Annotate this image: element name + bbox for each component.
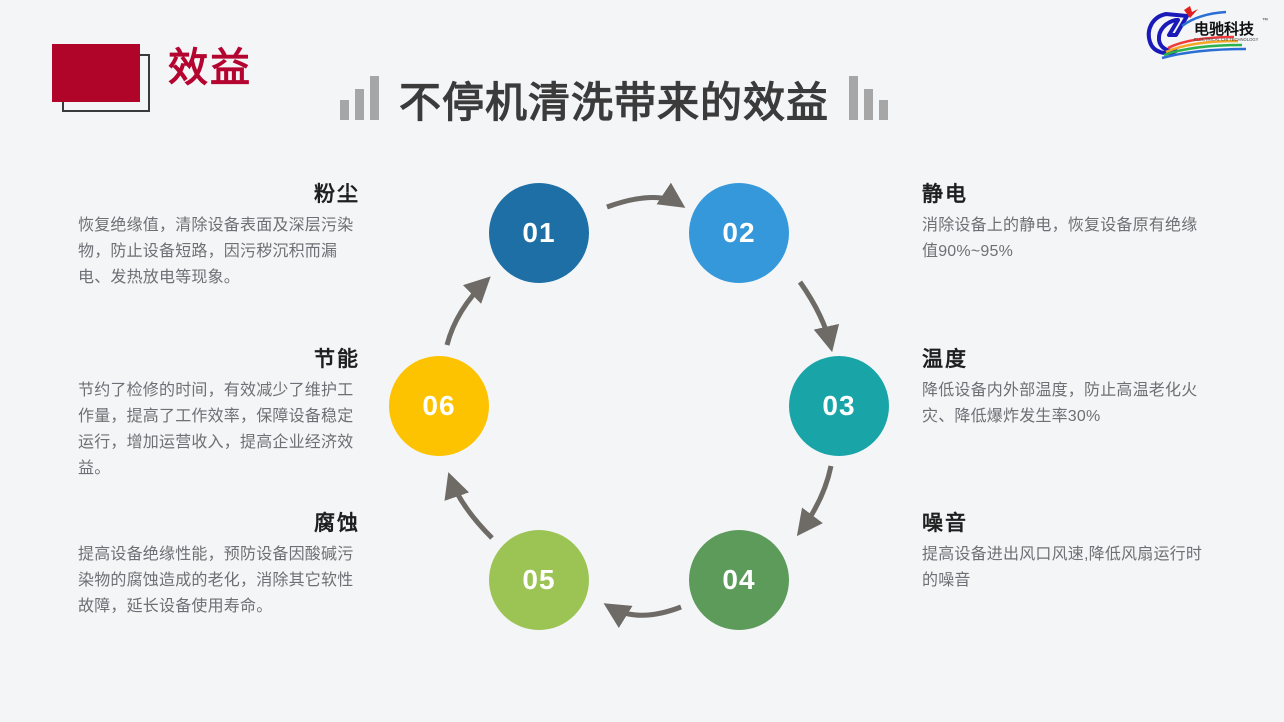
block-static-electricity-body: 消除设备上的静电，恢复设备原有绝缘值90%~95% <box>922 217 1198 260</box>
block-temperature-body: 降低设备内外部温度，防止高温老化火灾、降低爆炸发生率30% <box>922 382 1198 425</box>
bar-chart-decoration-left-icon <box>340 76 379 124</box>
cycle-node-06[interactable]: 06 <box>389 356 489 456</box>
block-dust-body: 恢复绝缘值，清除设备表面及深层污染物，防止设备短路，因污秽沉积而漏电、发热放电等… <box>78 217 354 286</box>
section-label: 效益 <box>168 46 252 90</box>
cycle-node-01[interactable]: 01 <box>489 183 589 283</box>
block-dust-title: 粉尘 <box>314 183 360 206</box>
bar-chart-decoration-right-icon <box>849 76 889 124</box>
block-static-electricity-title: 静电 <box>922 183 968 206</box>
block-energy-saving-body: 节约了检修的时间，有效减少了维护工作量，提高了工作效率，保障设备稳定运行，增加运… <box>78 382 354 477</box>
page-title: 不停机清洗带来的效益 <box>399 79 830 126</box>
badge-fill-shape <box>52 44 140 102</box>
block-corrosion: 腐蚀 提高设备绝缘性能，预防设备因酸碱污染物的腐蚀造成的老化，消除其它软性故障，… <box>78 512 360 620</box>
block-noise-body: 提高设备进出风口风速,降低风扇运行时的噪音 <box>922 546 1203 589</box>
section-badge <box>52 44 150 112</box>
block-static-electricity: 静电 消除设备上的静电，恢复设备原有绝缘值90%~95% <box>922 183 1204 265</box>
arrow-03-to-04 <box>796 465 834 537</box>
block-temperature: 温度 降低设备内外部温度，防止高温老化火灾、降低爆炸发生率30% <box>922 348 1204 430</box>
block-temperature-title: 温度 <box>922 348 968 371</box>
block-dust: 粉尘 恢复绝缘值，清除设备表面及深层污染物，防止设备短路，因污秽沉积而漏电、发热… <box>78 183 360 291</box>
svg-text:ELECTRICAL CHI TECHNOLOGY: ELECTRICAL CHI TECHNOLOGY <box>1194 37 1259 42</box>
arrow-02-to-03 <box>797 280 840 353</box>
cycle-node-05[interactable]: 05 <box>489 530 589 630</box>
block-noise: 噪音 提高设备进出风口风速,降低风扇运行时的噪音 <box>922 512 1204 594</box>
logo-icon: 电驰科技 ELECTRICAL CHI TECHNOLOGY ™ <box>1146 6 1268 60</box>
cycle-node-02[interactable]: 02 <box>689 183 789 283</box>
block-energy-saving-title: 节能 <box>314 348 360 371</box>
block-noise-title: 噪音 <box>922 512 968 535</box>
cycle-node-04[interactable]: 04 <box>689 530 789 630</box>
arrow-01-to-02 <box>606 182 686 210</box>
arrow-06-to-01 <box>444 276 491 346</box>
arrow-04-to-05 <box>603 603 682 629</box>
title-group: 不停机清洗带来的效益 <box>340 68 889 126</box>
cycle-node-03[interactable]: 03 <box>789 356 889 456</box>
block-energy-saving: 节能 节约了检修的时间，有效减少了维护工作量，提高了工作效率，保障设备稳定运行，… <box>78 348 360 482</box>
company-logo: 电驰科技 ELECTRICAL CHI TECHNOLOGY ™ <box>1138 4 1276 62</box>
svg-text:™: ™ <box>1262 17 1268 24</box>
block-corrosion-body: 提高设备绝缘性能，预防设备因酸碱污染物的腐蚀造成的老化，消除其它软性故障，延长设… <box>78 546 354 615</box>
block-corrosion-title: 腐蚀 <box>314 512 360 535</box>
svg-text:电驰科技: 电驰科技 <box>1194 20 1255 38</box>
arrow-05-to-06 <box>444 472 494 540</box>
